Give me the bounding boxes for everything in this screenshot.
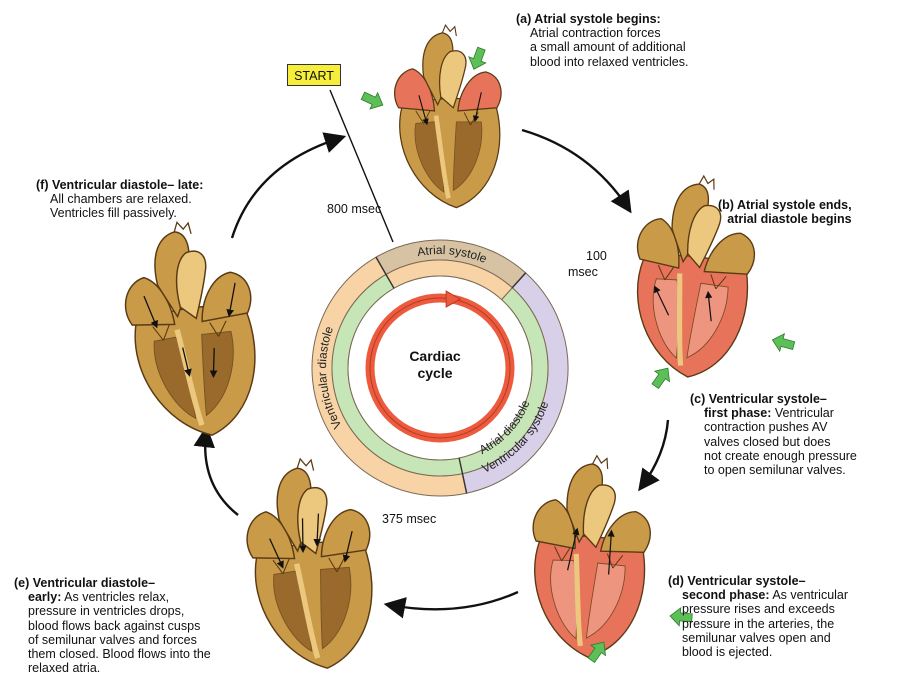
caption-f-line: Ventricles fill passively.: [36, 206, 203, 220]
caption-f-line: All chambers are relaxed.: [36, 192, 203, 206]
caption-c-line: not create enough pressure: [690, 449, 857, 463]
caption-heading-text: second phase:: [682, 588, 770, 602]
start-pointer-line: [330, 90, 393, 242]
caption-e-line: pressure in ventricles drops,: [14, 604, 211, 618]
arrow-e-to-f: [205, 432, 238, 515]
caption-heading-text: (c) Ventricular systole–: [690, 392, 827, 406]
caption-d: (d) Ventricular systole–second phase: As…: [668, 574, 848, 659]
caption-e-line: of semilunar valves and forces: [14, 633, 211, 647]
caption-body-text: of semilunar valves and forces: [28, 633, 197, 647]
caption-f-line: (f) Ventricular diastole– late:: [36, 178, 203, 192]
pressure-arrow-a-left: [359, 88, 387, 114]
caption-b-line: atrial diastole begins: [718, 212, 852, 226]
heart-a: [395, 25, 501, 208]
caption-f: (f) Ventricular diastole– late:All chamb…: [36, 178, 203, 221]
caption-body-text: All chambers are relaxed.: [50, 192, 192, 206]
caption-body-text: valves closed but does: [704, 435, 830, 449]
caption-heading-text: atrial diastole begins: [727, 212, 851, 226]
caption-heading-text: (e) Ventricular diastole–: [14, 576, 155, 590]
caption-d-line: blood is ejected.: [668, 645, 848, 659]
arrow-a-to-b: [522, 130, 628, 208]
caption-b-line: (b) Atrial systole ends,: [718, 198, 852, 212]
caption-d-line: (d) Ventricular systole–: [668, 574, 848, 588]
caption-body-text: As ventricles relax,: [61, 590, 169, 604]
caption-body-text: blood is ejected.: [682, 645, 772, 659]
left-atrium: [197, 270, 252, 321]
caption-body-text: a small amount of additional: [530, 40, 686, 54]
arrow-d-to-e: [390, 592, 518, 609]
caption-d-line: second phase: As ventricular: [668, 588, 848, 602]
arrow-f-to-a: [232, 138, 340, 238]
caption-heading-text: early:: [28, 590, 61, 604]
caption-c-line: to open semilunar valves.: [690, 463, 857, 477]
caption-heading-text: (f) Ventricular diastole– late:: [36, 178, 203, 192]
caption-d-line: pressure rises and exceeds: [668, 602, 848, 616]
caption-body-text: Ventricles fill passively.: [50, 206, 177, 220]
caption-d-line: pressure in the arteries, the: [668, 617, 848, 631]
time-label-800: 800 msec: [327, 202, 381, 216]
caption-c-line: first phase: Ventricular: [690, 406, 857, 420]
caption-e-line: them closed. Blood flows into the: [14, 647, 211, 661]
caption-c-line: (c) Ventricular systole–: [690, 392, 857, 406]
heart-e: [242, 454, 379, 673]
green-arrow-shape: [770, 331, 796, 354]
caption-heading-text: (d) Ventricular systole–: [668, 574, 806, 588]
caption-a-line: Atrial contraction forces: [516, 26, 688, 40]
caption-c: (c) Ventricular systole–first phase: Ven…: [690, 392, 857, 477]
center-label-line-1: Cardiac: [390, 348, 480, 365]
time-label-100-a: 100: [586, 249, 607, 263]
caption-body-text: Atrial contraction forces: [530, 26, 661, 40]
center-label: Cardiac cycle: [390, 348, 480, 382]
caption-heading-text: first phase:: [704, 406, 771, 420]
pressure-arrow-c-left: [648, 363, 675, 391]
caption-heading-text: (a) Atrial systole begins:: [516, 12, 661, 26]
caption-a-line: blood into relaxed ventricles.: [516, 55, 688, 69]
caption-body-text: to open semilunar valves.: [704, 463, 846, 477]
caption-e-line: early: As ventricles relax,: [14, 590, 211, 604]
caption-body-text: pressure rises and exceeds: [682, 602, 835, 616]
heart-f: [117, 216, 264, 443]
caption-e: (e) Ventricular diastole–early: As ventr…: [14, 576, 211, 675]
caption-body-text: As ventricular: [770, 588, 849, 602]
caption-heading-text: (b) Atrial systole ends,: [718, 198, 852, 212]
caption-c-line: contraction pushes AV: [690, 420, 857, 434]
caption-body-text: blood into relaxed ventricles.: [530, 55, 688, 69]
time-label-375: 375 msec: [382, 512, 436, 526]
green-arrow-shape: [648, 363, 675, 391]
caption-a-line: a small amount of additional: [516, 40, 688, 54]
heart-d: [520, 450, 658, 662]
pressure-arrow-a-top: [465, 46, 489, 73]
green-arrow-shape: [465, 46, 489, 73]
left-atrium: [318, 508, 371, 556]
caption-e-line: blood flows back against cusps: [14, 619, 211, 633]
pressure-arrow-b-right: [770, 331, 796, 354]
caption-body-text: relaxed atria.: [28, 661, 100, 675]
time-label-100-b: msec: [568, 265, 598, 279]
center-label-line-2: cycle: [390, 365, 480, 382]
caption-body-text: contraction pushes AV: [704, 420, 827, 434]
caption-body-text: Ventricular: [771, 406, 834, 420]
caption-e-line: relaxed atria.: [14, 661, 211, 675]
caption-body-text: blood flows back against cusps: [28, 619, 200, 633]
caption-body-text: pressure in ventricles drops,: [28, 604, 184, 618]
arrow-c-to-d: [642, 420, 668, 486]
caption-c-line: valves closed but does: [690, 435, 857, 449]
caption-body-text: semilunar valves open and: [682, 631, 831, 645]
caption-body-text: them closed. Blood flows into the: [28, 647, 211, 661]
caption-a: (a) Atrial systole begins:Atrial contrac…: [516, 12, 688, 69]
caption-d-line: semilunar valves open and: [668, 631, 848, 645]
left-atrium: [458, 72, 501, 111]
green-arrow-shape: [359, 88, 387, 114]
caption-e-line: (e) Ventricular diastole–: [14, 576, 211, 590]
caption-body-text: not create enough pressure: [704, 449, 857, 463]
caption-b: (b) Atrial systole ends,atrial diastole …: [718, 198, 852, 226]
start-label-box: START: [287, 64, 341, 86]
caption-a-line: (a) Atrial systole begins:: [516, 12, 688, 26]
ventricle-outer: [400, 98, 500, 207]
caption-body-text: pressure in the arteries, the: [682, 617, 834, 631]
